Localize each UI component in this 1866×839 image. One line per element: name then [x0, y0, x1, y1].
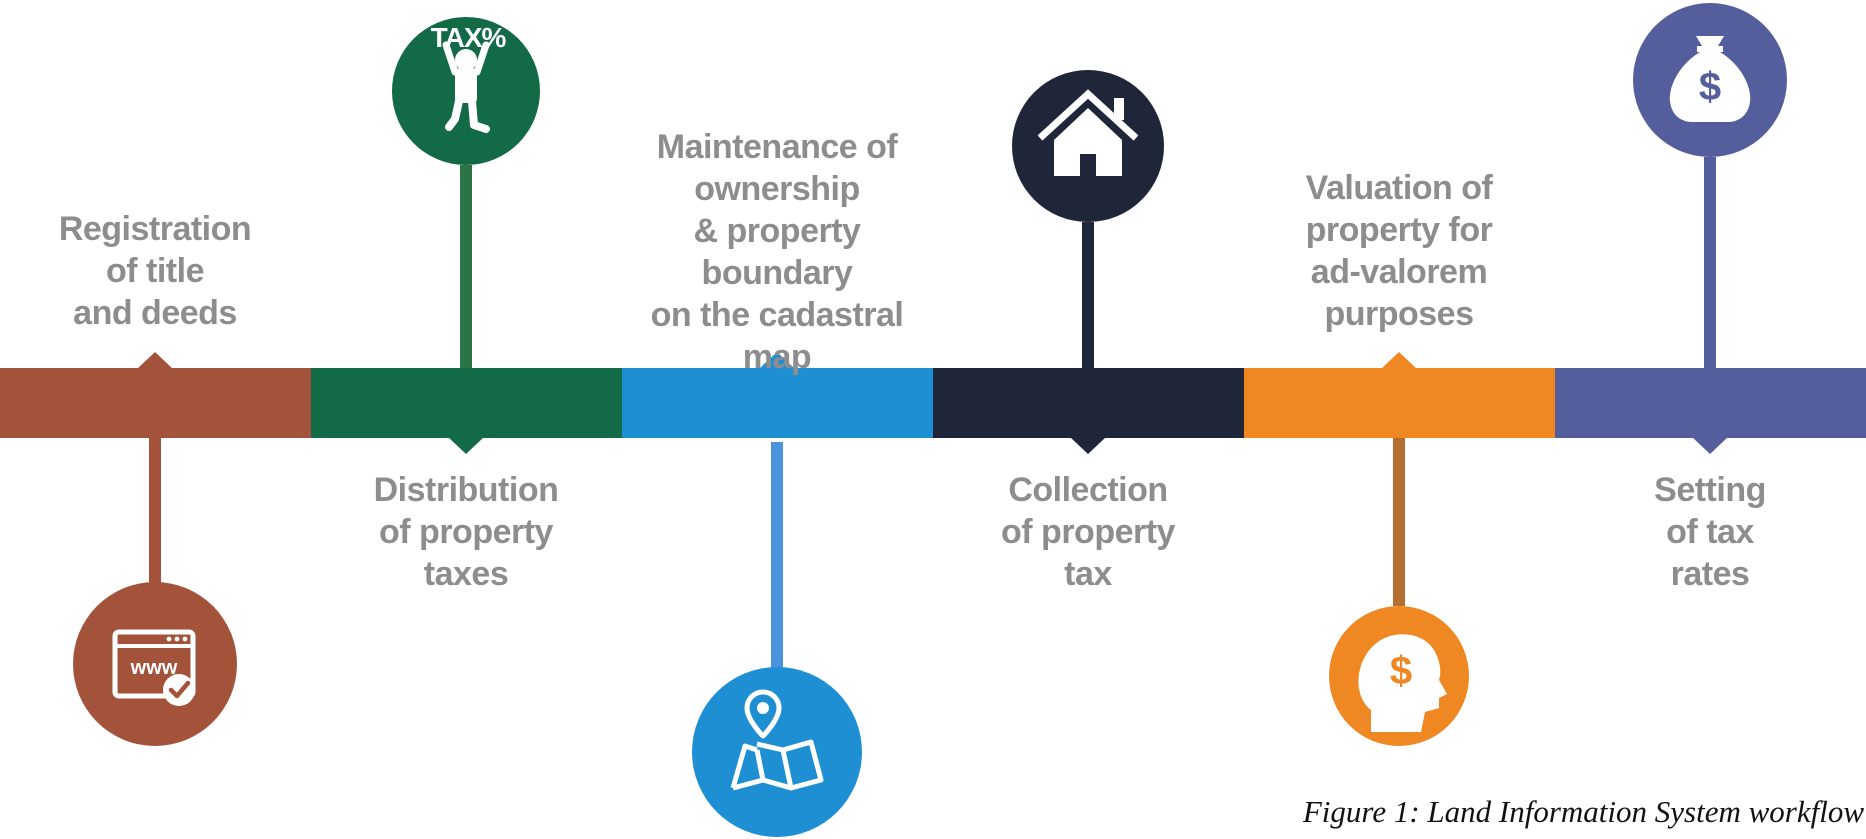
connector-line [460, 165, 472, 368]
timeline-segment [311, 368, 623, 438]
connector-line [149, 438, 161, 585]
step-label-distribution: Distribution of property taxes [373, 471, 559, 593]
step-label-valuation: Valuation of property for ad-valorem pur… [1305, 169, 1493, 333]
step-label-maintenance: Maintenance of ownership & property boun… [650, 128, 904, 376]
segment-pointer [1381, 352, 1417, 369]
tax-percent-person-icon: TAX% [431, 22, 508, 133]
step-label-registration: Registration of title and deeds [58, 210, 252, 332]
connector-line [1393, 438, 1405, 606]
svg-text:$: $ [1390, 649, 1412, 693]
svg-text:$: $ [1699, 65, 1721, 109]
timeline-segment [1555, 368, 1866, 438]
head-dollar-icon: $ [1358, 634, 1447, 732]
timeline-segment [1244, 368, 1556, 438]
www-browser-check-icon: www [112, 629, 196, 706]
connector-line [1704, 157, 1716, 368]
money-bag-icon: $ [1669, 36, 1751, 122]
segment-pointer [759, 352, 795, 369]
timeline-segment [0, 368, 312, 438]
step-label-setting-rates: Setting of tax rates [1654, 471, 1766, 593]
segment-pointer [1070, 437, 1106, 454]
connector-line [771, 442, 783, 670]
svg-text:www: www [130, 657, 178, 679]
timeline-segment [933, 368, 1245, 438]
segment-pointer [137, 352, 173, 369]
figure-caption: Figure 1: Land Information System workfl… [1302, 794, 1864, 829]
segment-pointer [448, 437, 484, 454]
segment-pointer [1692, 437, 1728, 454]
connector-line [1082, 222, 1094, 368]
map-pin-icon [730, 689, 824, 791]
step-circle [692, 667, 862, 837]
timeline-segment [622, 368, 934, 438]
step-label-collection: Collection of property tax [1001, 471, 1175, 593]
svg-text:TAX%: TAX% [431, 22, 507, 53]
house-icon [1037, 89, 1139, 176]
step-circle [73, 582, 237, 746]
